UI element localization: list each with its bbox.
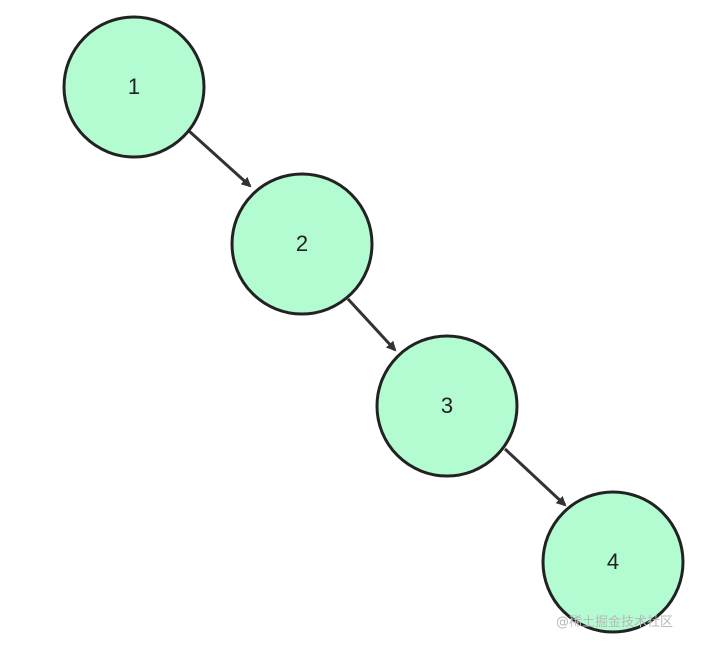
- node-4: 4: [541, 490, 685, 634]
- edge-2-to-3: [346, 297, 397, 352]
- node-2-label: 2: [296, 231, 308, 256]
- node-3-circle: [375, 334, 519, 478]
- edge-1-to-2: [187, 129, 252, 188]
- node-3-label: 3: [441, 393, 453, 418]
- edge-3-to-4: [503, 447, 567, 507]
- node-2: 2: [230, 172, 374, 316]
- node-1-label: 1: [128, 74, 140, 99]
- node-3: 3: [375, 334, 519, 478]
- node-1: 1: [62, 15, 206, 159]
- node-4-circle: [541, 490, 685, 634]
- node-1-circle: [62, 15, 206, 159]
- node-2-circle: [230, 172, 374, 316]
- watermark-text: @稀土掘金技术社区: [556, 615, 674, 630]
- node-4-label: 4: [607, 549, 619, 574]
